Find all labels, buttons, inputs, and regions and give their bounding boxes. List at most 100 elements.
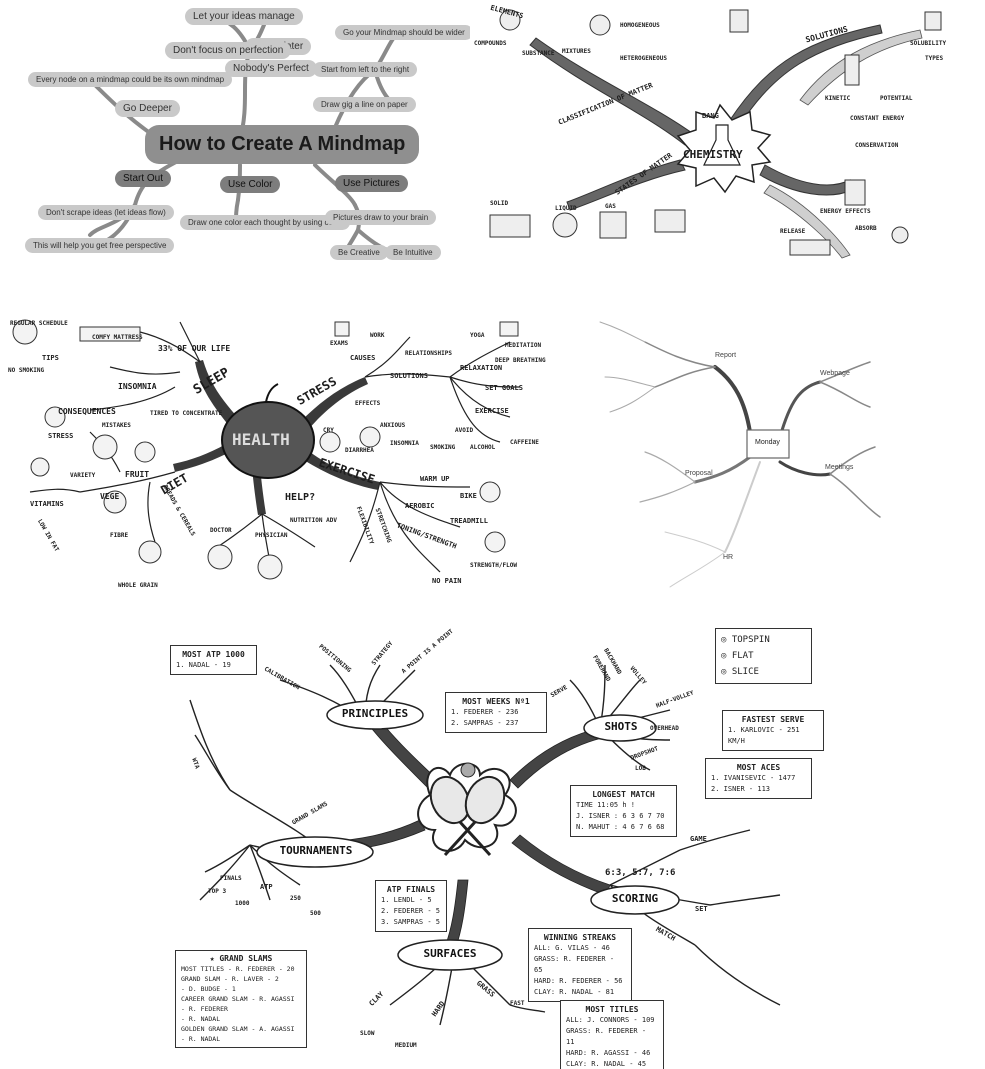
stress-caffeine: CAFFEINE: [510, 439, 539, 446]
box-most-atp-1000: MOST ATP 1000 1. NADAL - 19: [170, 645, 257, 675]
box-line: CAREER GRAND SLAM - R. AGASSI: [181, 994, 301, 1004]
node-perfection: Don't focus on perfection: [165, 42, 291, 59]
box-title: FASTEST SERVE: [728, 714, 818, 725]
spin-topspin: ◎ TOPSPIN: [721, 632, 806, 648]
box-title: WINNING STREAKS: [534, 932, 626, 943]
label-absorb: ABSORB: [855, 225, 877, 232]
box-line: - R. NADAL: [181, 1014, 301, 1024]
label-homogeneous: HOMOGENEOUS: [620, 22, 660, 29]
box-line: 2. ISNER - 113: [711, 784, 806, 795]
sleep-stress: STRESS: [48, 432, 73, 440]
box-spin-types: ◎ TOPSPIN ◎ FLAT ◎ SLICE: [715, 628, 812, 684]
sleep-concentrate: TIRED TO CONCENTRATE: [150, 410, 222, 417]
mindmap-how-to-panel: How to Create A Mindmap Let your ideas m…: [0, 0, 470, 280]
node-use-pictures: Use Pictures: [335, 175, 408, 192]
scoring-example: 6:3, 5:7, 7:6: [605, 868, 675, 878]
monday-proposal: Proposal: [685, 470, 713, 477]
branch-shots: SHOTS: [586, 720, 656, 733]
mindmap-health-panel: HEALTH SLEEP 33% OF OUR LIFE TIPS INSOMN…: [0, 292, 560, 602]
exercise-aerobic: AEROBIC: [405, 502, 435, 510]
stress-insomnia: INSOMNIA: [390, 440, 419, 447]
tournaments-500: 500: [310, 910, 321, 917]
box-line: 2. FEDERER - 5: [381, 906, 441, 917]
node-nobody-perfect: Nobody's Perfect: [225, 60, 317, 77]
box-line: HARD: R. FEDERER - 56: [534, 976, 626, 987]
stress-exercise: EXERCISE: [475, 407, 509, 415]
label-conservation: CONSERVATION: [855, 142, 898, 149]
box-longest-match: LONGEST MATCH TIME 11:05 h ! J. ISNER : …: [570, 785, 677, 837]
mindmap-monday-panel: Monday Report Webpage Meetings Proposal …: [575, 292, 985, 602]
node-use-color: Use Color: [220, 176, 280, 193]
box-line: - R. NADAL: [181, 1034, 301, 1044]
shots-lob: LOB: [635, 765, 646, 772]
stress-meditation: MEDITATION: [505, 342, 541, 349]
box-line: - R. FEDERER: [181, 1004, 301, 1014]
box-winning-streaks: WINNING STREAKS ALL: G. VILAS - 46 GRASS…: [528, 928, 632, 1002]
stress-deep-breathing: DEEP BREATHING: [495, 357, 546, 364]
label-heterogeneous: HETEROGENEOUS: [620, 55, 667, 62]
box-line: ALL: J. CONNORS - 109: [566, 1015, 658, 1026]
node-scrape-ideas: Don't scrape ideas (let ideas flow): [38, 205, 174, 220]
box-title: LONGEST MATCH: [576, 789, 671, 800]
box-line: CLAY: R. NADAL - 81: [534, 987, 626, 998]
stress-relationships: RELATIONSHIPS: [405, 350, 452, 357]
monday-branches: [575, 292, 985, 602]
monday-central: Monday: [755, 439, 780, 446]
diet-vege: VEGE: [100, 492, 119, 501]
node-draw-line: Draw gig a line on paper: [313, 97, 416, 112]
node-go-deeper: Go Deeper: [115, 100, 180, 117]
stress-set-goals: SET GOALS: [485, 384, 523, 392]
node-pictures-brain: Pictures draw to your brain: [325, 210, 436, 225]
box-line: TIME 11:05 h !: [576, 800, 671, 811]
sleep-schedule: REGULAR SCHEDULE: [10, 320, 68, 327]
central-topic: How to Create A Mindmap: [145, 125, 419, 164]
sleep-33: 33% OF OUR LIFE: [158, 344, 230, 353]
label-release: RELEASE: [780, 228, 805, 235]
exercise-treadmill: TREADMILL: [450, 517, 488, 525]
box-line: MOST TITLES - R. FEDERER - 20: [181, 964, 301, 974]
stress-cry: CRY: [323, 427, 334, 434]
mindmap-chemistry-panel: CHEMISTRY BANG ELEMENTS COMPOUNDS SUBSTA…: [470, 0, 985, 280]
tournaments-250: 250: [290, 895, 301, 902]
box-line: GRAND SLAM - R. LAVER - 2: [181, 974, 301, 984]
tournaments-top3: TOP 3: [208, 888, 226, 895]
branch-scoring: SCORING: [593, 892, 677, 905]
node-be-creative: Be Creative: [330, 245, 388, 260]
diet-vitamins: VITAMINS: [30, 500, 64, 508]
box-most-weeks: MOST WEEKS Nº1 1. FEDERER - 236 2. SAMPR…: [445, 692, 547, 733]
label-substance: SUBSTANCE: [522, 50, 555, 57]
spin-slice: ◎ SLICE: [721, 664, 806, 680]
stress-work: WORK: [370, 332, 384, 339]
box-line: GRASS: R. FEDERER - 11: [566, 1026, 658, 1048]
box-line: 1. LENDL - 5: [381, 895, 441, 906]
label-potential: POTENTIAL: [880, 95, 913, 102]
diet-fruit: FRUIT: [125, 470, 149, 479]
node-wider: Go your Mindmap should be wider: [335, 25, 470, 40]
box-line: 3. SAMPRAS - 5: [381, 917, 441, 928]
box-line: - D. BUDGE - 1: [181, 984, 301, 994]
box-title: MOST TITLES: [566, 1004, 658, 1015]
label-constant-energy: CONSTANT ENERGY: [850, 115, 904, 122]
chemistry-branches: [470, 0, 985, 280]
scoring-set: SET: [695, 905, 708, 913]
node-every-node: Every node on a mindmap could be its own…: [28, 72, 232, 87]
stress-avoid: AVOID: [455, 427, 473, 434]
tournaments-atp: ATP: [260, 883, 273, 891]
branch-surfaces: SURFACES: [400, 947, 500, 960]
box-line: 1. IVANISEVIC - 1477: [711, 773, 806, 784]
box-line: CLAY: R. NADAL - 45: [566, 1059, 658, 1069]
stress-anxious: ANXIOUS: [380, 422, 405, 429]
box-grand-slams: ★ GRAND SLAMS MOST TITLES - R. FEDERER -…: [175, 950, 307, 1048]
box-most-aces: MOST ACES 1. IVANISEVIC - 1477 2. ISNER …: [705, 758, 812, 799]
diet-variety: VARIETY: [70, 472, 95, 479]
stress-alcohol: ALCOHOL: [470, 444, 495, 451]
stress-solutions: SOLUTIONS: [390, 372, 428, 380]
help-nutrition: NUTRITION ADV: [290, 517, 337, 524]
monday-hr: HR: [723, 554, 733, 561]
stress-relaxation: RELAXATION: [460, 364, 502, 372]
box-line: J. ISNER : 6 3 6 7 70: [576, 811, 671, 822]
monday-webpage: Webpage: [820, 370, 850, 377]
node-manage: Let your ideas manage: [185, 8, 303, 25]
box-atp-finals: ATP FINALS 1. LENDL - 5 2. FEDERER - 5 3…: [375, 880, 447, 932]
tournaments-1000: 1000: [235, 900, 249, 907]
